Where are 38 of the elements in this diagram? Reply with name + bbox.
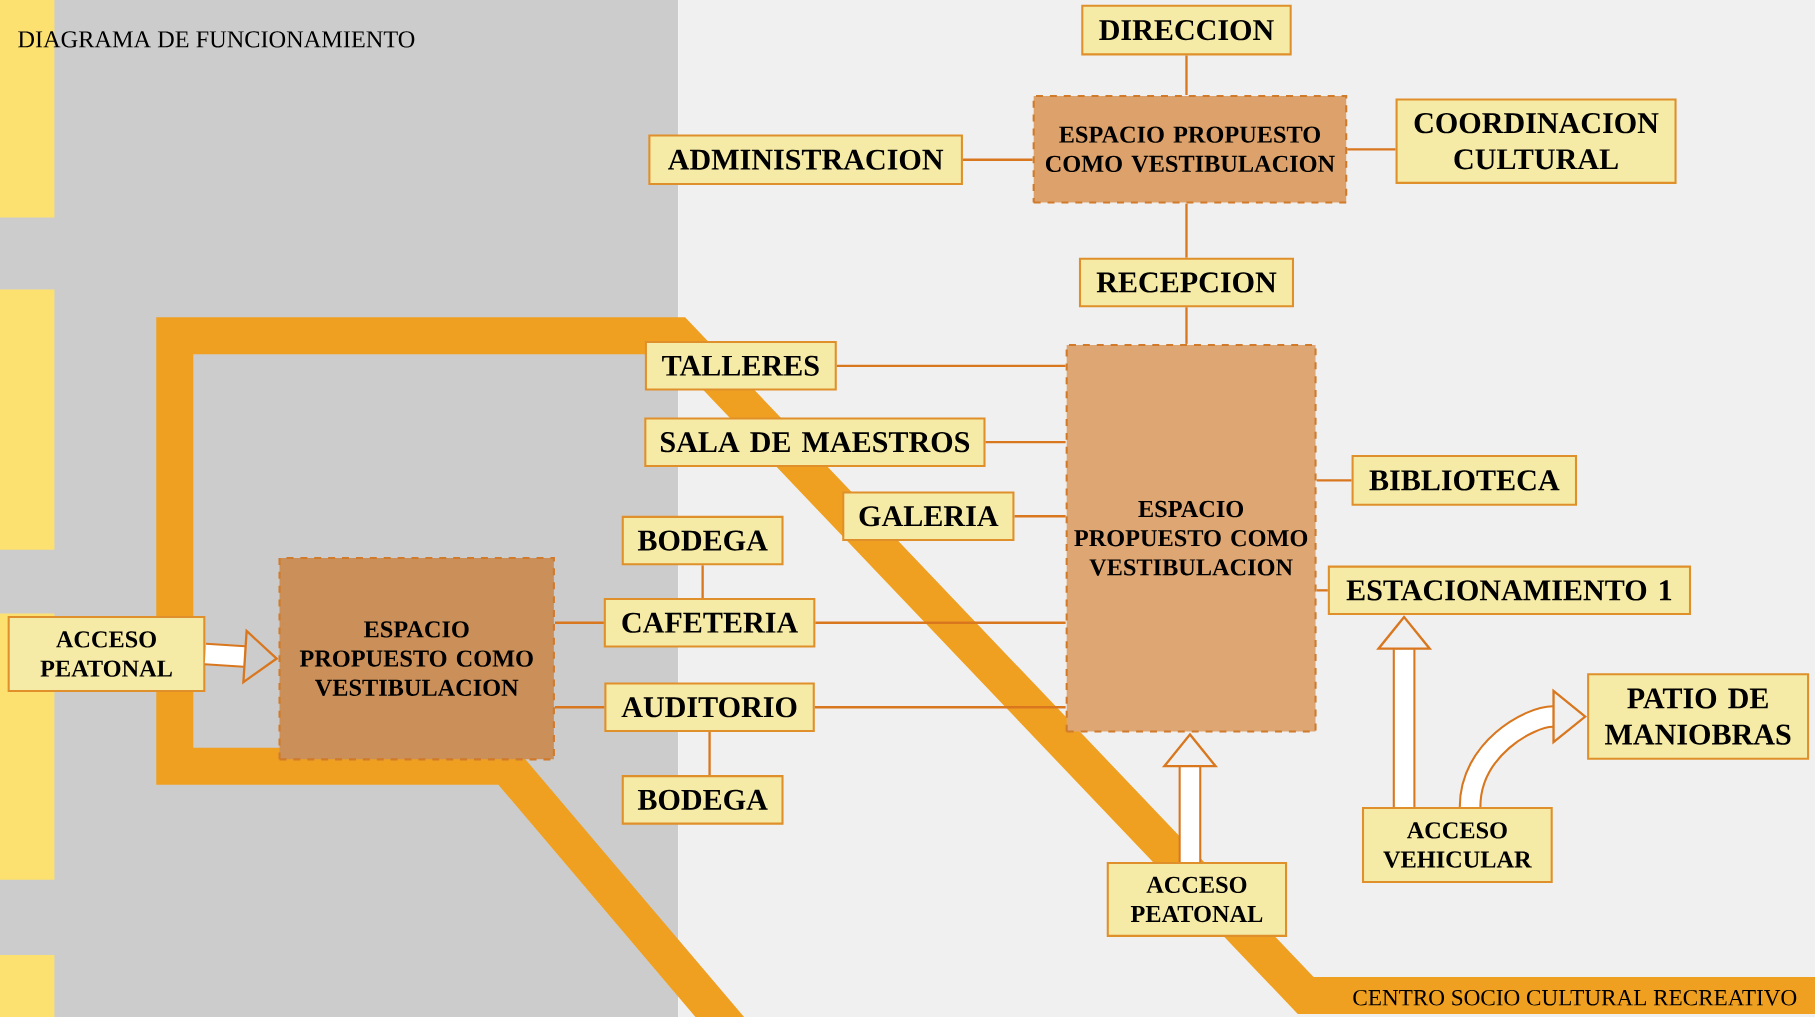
label-box: TALLERES <box>644 340 837 391</box>
label-box: AUDITORIO <box>604 682 815 732</box>
connector-line <box>1347 147 1396 151</box>
connector-line <box>836 364 1066 367</box>
label-box: BODEGA <box>621 515 784 566</box>
connector-line <box>1014 514 1066 518</box>
connector-line <box>1185 55 1188 95</box>
label-box: COORDINACION CULTURAL <box>1395 98 1677 184</box>
label-box: BIBLIOTECA <box>1351 454 1578 506</box>
connector-line <box>962 158 1033 161</box>
connector-line <box>554 621 604 624</box>
connector-line <box>554 705 605 709</box>
label-box: GALERIA <box>842 491 1015 541</box>
label-box: CAFETERIA <box>603 597 816 648</box>
label-box: PATIO DE MANIOBRAS <box>1587 673 1810 760</box>
label-box: ACCESO VEHICULAR <box>1361 806 1553 883</box>
connector-line <box>1185 307 1188 344</box>
label-box: ESTACIONAMIENTO 1 <box>1327 565 1692 615</box>
zone-box: ESPACIO PROPUESTO COMO VESTIBULACION <box>1032 94 1348 204</box>
label-box: DIRECCION <box>1081 4 1292 56</box>
label-box: ADMINISTRACION <box>648 134 963 185</box>
connector-line <box>1316 588 1328 592</box>
zone-box: ESPACIO PROPUESTO COMO VESTIBULACION <box>1065 343 1317 733</box>
label-box: RECEPCION <box>1078 257 1294 307</box>
label-box: BODEGA <box>621 774 784 825</box>
label-box: ACCESO PEATONAL <box>1106 861 1288 937</box>
label-box: SALA DE MAESTROS <box>644 417 986 467</box>
connector-line <box>701 565 704 598</box>
connector-line <box>708 731 711 775</box>
zone-box: ESPACIO PROPUESTO COMO VESTIBULACION <box>278 556 555 761</box>
title: DIAGRAMA DE FUNCIONAMIENTO <box>18 30 415 48</box>
connector-line <box>815 621 1066 624</box>
connector-line <box>1185 203 1188 258</box>
connector-line <box>1316 479 1352 482</box>
connector-line <box>985 440 1066 444</box>
label-box: ACCESO PEATONAL <box>7 615 206 692</box>
connector-line <box>814 705 1066 709</box>
footer-label: CENTRO SOCIO CULTURAL RECREATIVO <box>1353 989 1797 1006</box>
